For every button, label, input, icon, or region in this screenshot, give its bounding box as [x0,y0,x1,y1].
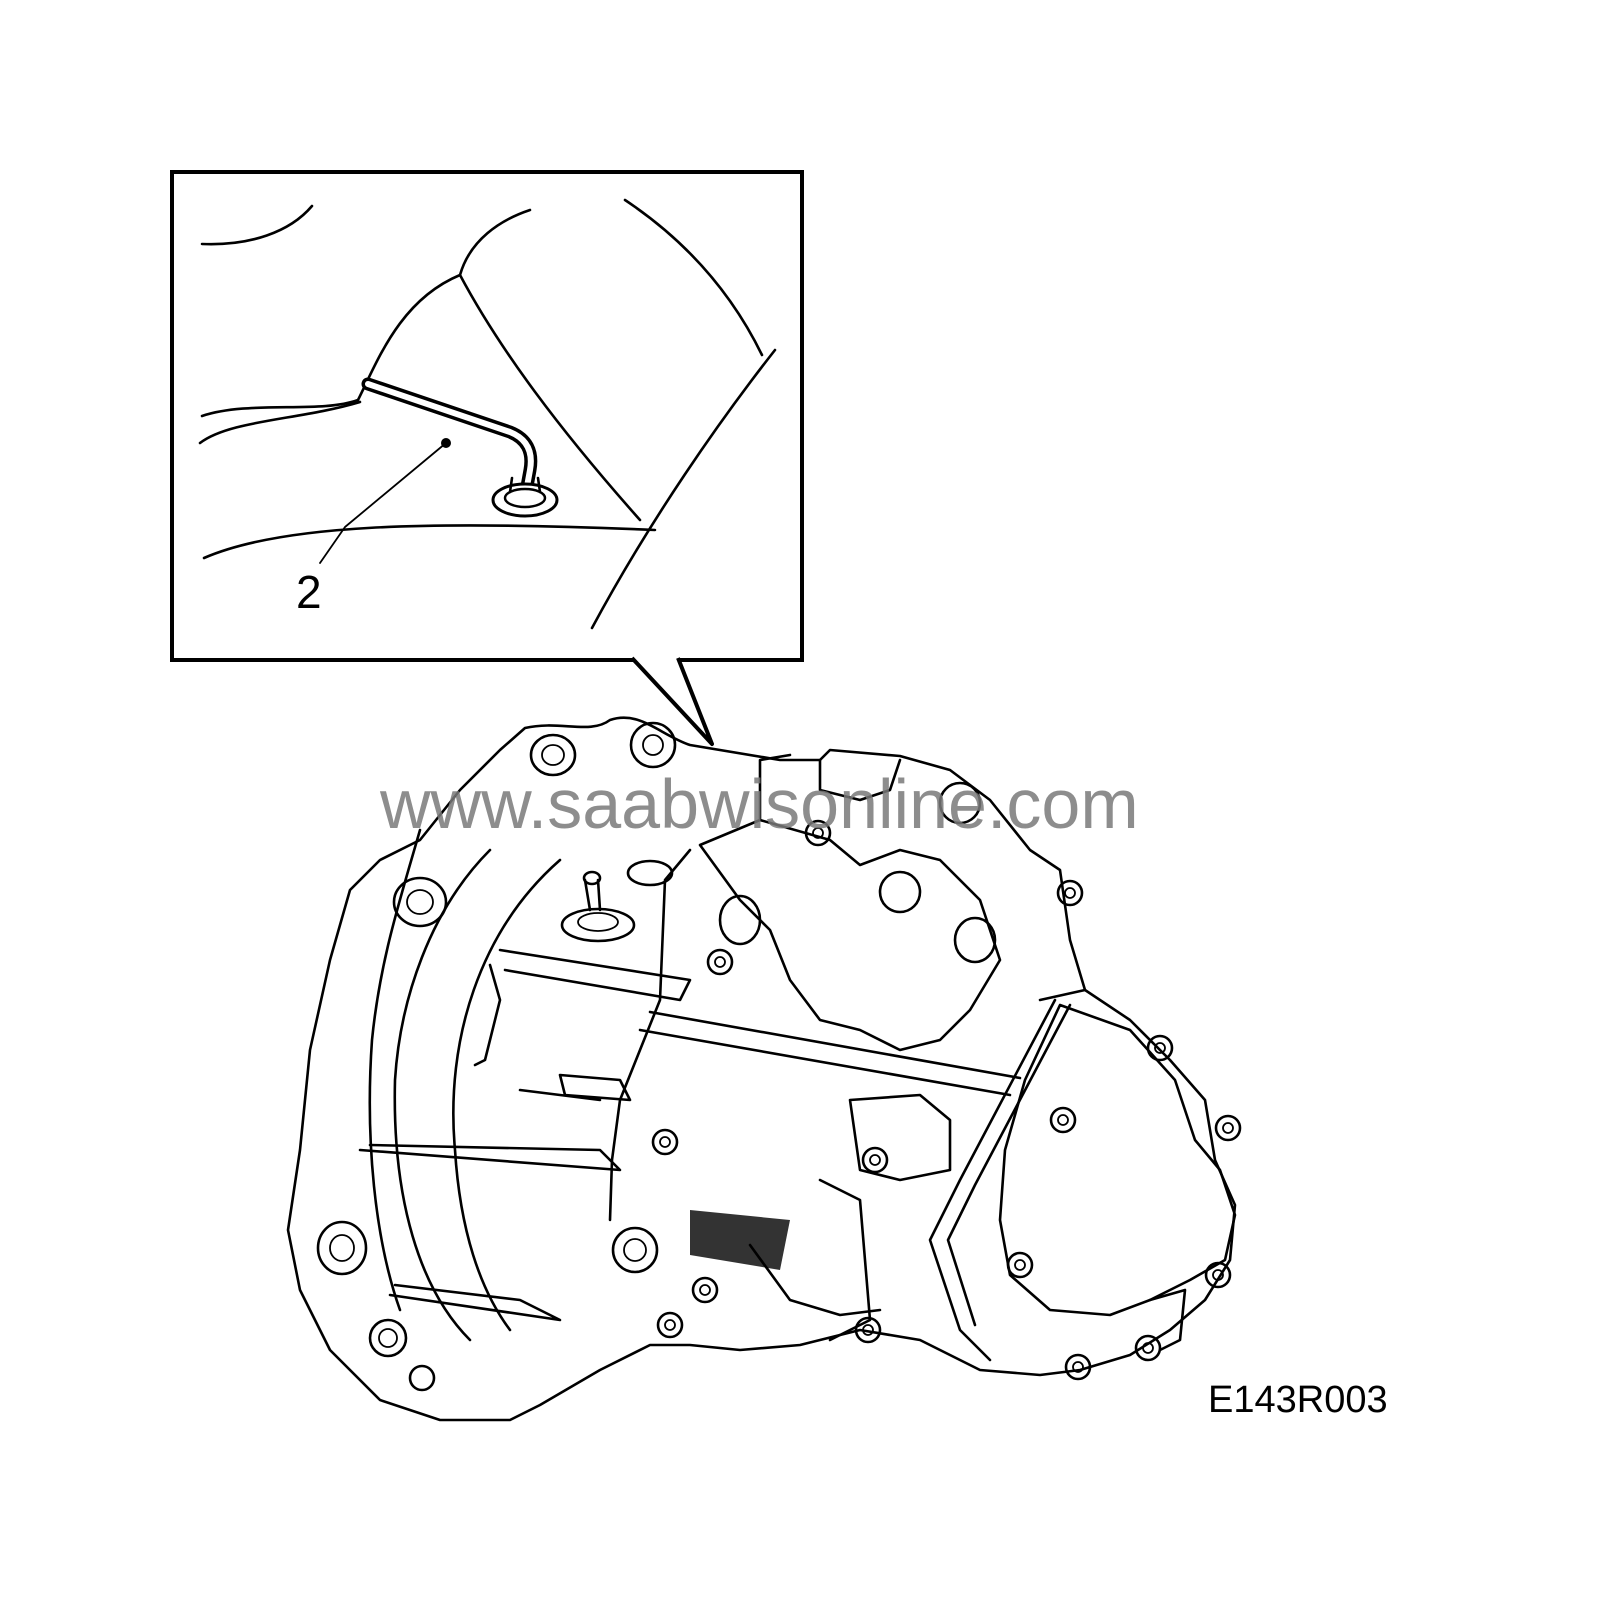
mounting-boss [316,721,677,1392]
callout-label: 2 [296,566,322,618]
leader-line [319,442,447,564]
case-bolt [651,819,1242,1381]
gearbox-body [286,716,1242,1422]
figure-code: E143R003 [1208,1379,1388,1421]
vent-grille [690,1210,790,1270]
breather-hose [361,377,559,518]
watermark: www.saabwisonline.com [379,765,1139,843]
inset-frame [170,170,804,662]
detail-inset: 2 [170,170,804,662]
inset-pointer [630,656,714,746]
